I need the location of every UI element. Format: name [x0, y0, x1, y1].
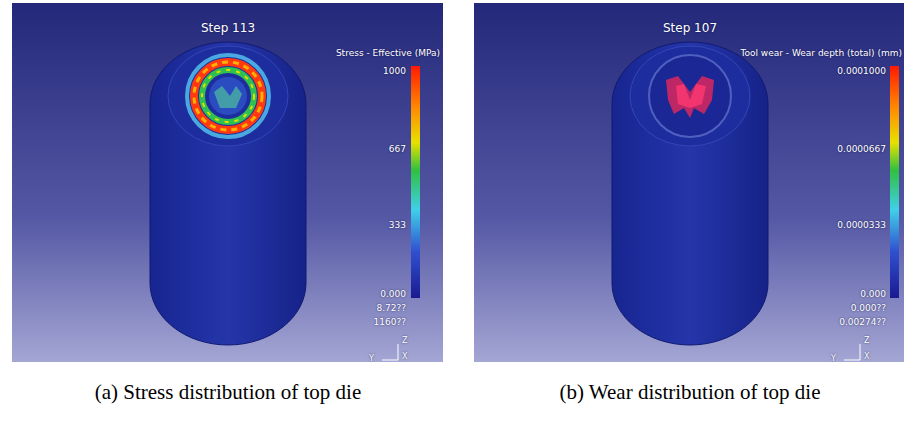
axis-triad	[844, 344, 860, 360]
stress-ring	[202, 70, 254, 122]
axis-label: Y	[831, 354, 836, 363]
scale-value: 0.0001000	[837, 66, 886, 76]
scale-value: 0.000	[380, 289, 406, 299]
stress-core	[209, 77, 247, 115]
wear-region	[649, 55, 731, 137]
legend-title: Stress - Effective (MPa)	[336, 48, 440, 58]
wear-region	[666, 76, 714, 118]
stress-ring	[187, 55, 269, 137]
scale-value: 0.0000667	[837, 144, 886, 154]
scale-value: 0.0000333	[837, 220, 886, 230]
color-bar	[411, 66, 420, 298]
die-face	[630, 46, 750, 146]
stress-ring	[194, 62, 262, 130]
top-die	[150, 42, 306, 345]
scale-value: 333	[389, 220, 406, 230]
scale-value: 1160??	[374, 317, 406, 327]
axis-label: Z	[864, 336, 869, 345]
scale-value: 8.72??	[376, 303, 406, 313]
scale-value: 0.00274??	[839, 317, 886, 327]
subfigure-caption: (b) Wear distribution of top die	[560, 380, 821, 404]
scale-value: 667	[389, 144, 406, 154]
top-die	[612, 42, 768, 345]
stress-ring	[194, 62, 262, 130]
axis-triad	[382, 344, 398, 360]
scale-value: 0.000	[860, 289, 886, 299]
panel-background	[12, 3, 443, 362]
subfigure-caption: (a) Stress distribution of top die	[95, 380, 362, 404]
axis-label: Z	[402, 336, 407, 345]
legend-title: Tool wear - Wear depth (total) (mm)	[741, 48, 903, 58]
panel-background	[474, 3, 904, 362]
stress-core	[214, 86, 242, 108]
scale-value: 1000	[383, 66, 406, 76]
stress-ring	[202, 70, 254, 122]
die-face	[168, 46, 288, 146]
axis-label: X	[864, 352, 869, 361]
wear-region	[676, 84, 706, 108]
step-label: Step 113	[201, 22, 255, 36]
axis-label: Y	[369, 354, 374, 363]
color-bar	[890, 66, 899, 298]
axis-label: X	[402, 352, 407, 361]
step-label: Step 107	[663, 22, 717, 36]
scale-value: 0.000??	[851, 303, 886, 313]
